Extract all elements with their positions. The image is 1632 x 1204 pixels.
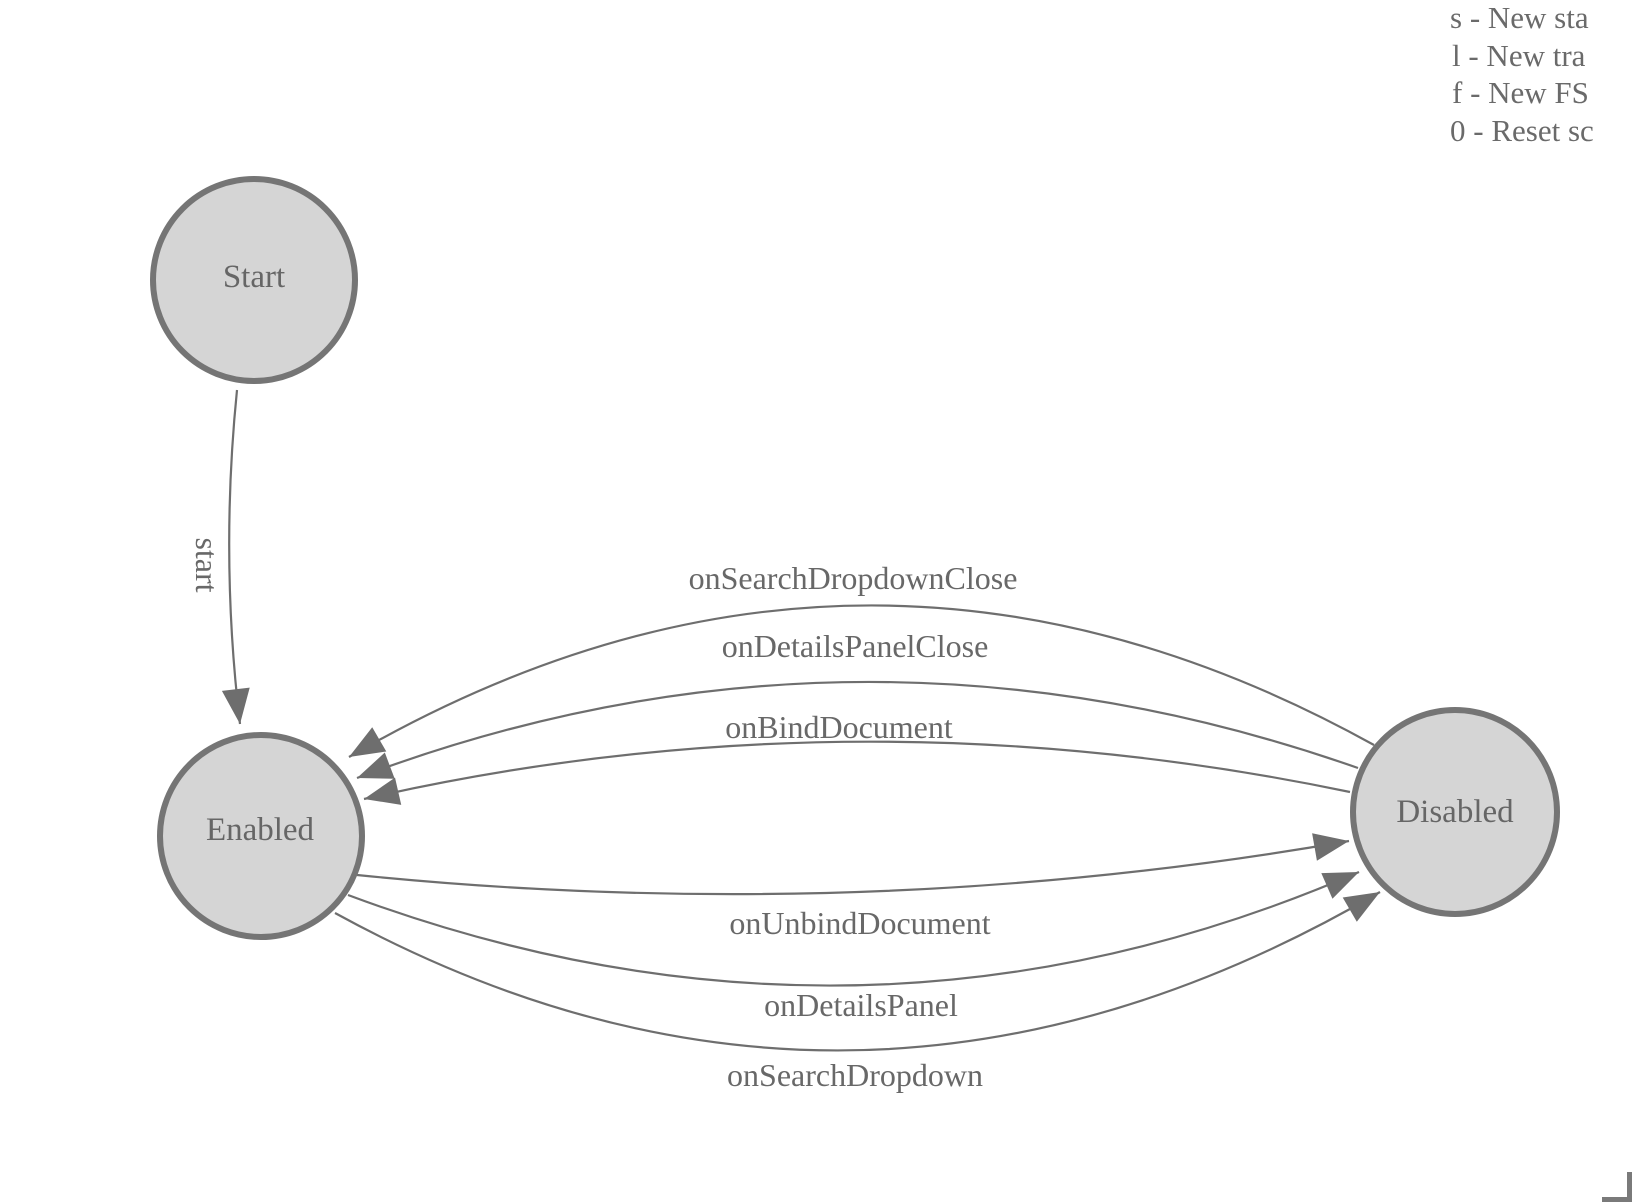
transition-label-onsearchdropdownclose: onSearchDropdownClose [689, 560, 1018, 596]
transition-path-onunbinddocument[interactable] [356, 833, 1350, 896]
state-disabled: Disabled [1350, 707, 1560, 917]
transition-label-ondetailspanelclose: onDetailsPanelClose [722, 628, 989, 664]
transition-path-onbinddocument[interactable] [363, 740, 1351, 805]
state-label-start: Start [223, 259, 285, 295]
state-enabled: Enabled [157, 732, 365, 940]
transition-path-onsearchdropdown[interactable] [334, 891, 1381, 1052]
transition-path-ondetailspanel[interactable] [347, 870, 1360, 987]
transition-path-ondetailspanelclose[interactable] [356, 680, 1359, 780]
shortcut-hint-new-state: s - New sta [1450, 0, 1589, 35]
canvas-border-bottom [1602, 1197, 1632, 1202]
transition-path-start[interactable] [221, 389, 250, 725]
transition-label-ondetailspanel: onDetailsPanel [764, 987, 958, 1023]
state-label-disabled: Disabled [1396, 794, 1514, 830]
transition-label-onunbinddocument: onUnbindDocument [729, 905, 990, 941]
transition-label-onbinddocument: onBindDocument [725, 709, 953, 745]
state-start: Start [150, 176, 358, 384]
shortcut-hint-reset: 0 - Reset sc [1450, 113, 1594, 148]
canvas-border-right [1627, 1172, 1632, 1202]
shortcut-hint-new-fsm: f - New FS [1452, 75, 1589, 110]
state-circle-enabled[interactable] [157, 732, 365, 940]
transition-label-onsearchdropdown: onSearchDropdown [727, 1057, 983, 1093]
transition-path-onsearchdropdownclose[interactable] [348, 604, 1375, 758]
state-label-enabled: Enabled [206, 812, 315, 848]
shortcut-hint-new-transition: l - New tra [1452, 38, 1586, 73]
state-circle-start[interactable] [150, 176, 358, 384]
canvas-border-corner [1602, 1172, 1632, 1202]
state-circle-disabled[interactable] [1350, 707, 1560, 917]
transition-label-start: start [189, 537, 225, 592]
